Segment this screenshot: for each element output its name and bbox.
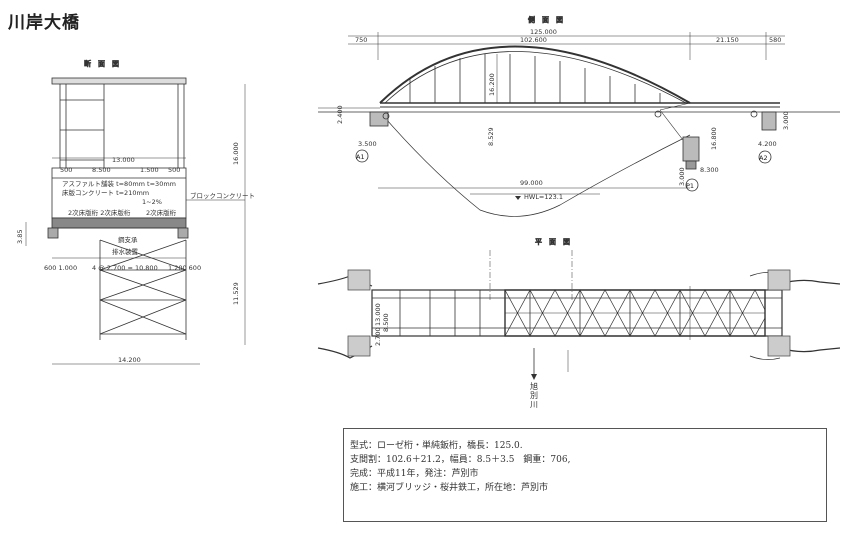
- plan-dim-1: 13.000: [374, 303, 382, 326]
- spec-line-4: 施工：横河ブリッジ・桜井鉄工，所在地：芦別市: [350, 483, 549, 493]
- dim-left-d: 3.500: [358, 140, 377, 148]
- page-title: 川岸大橋: [8, 13, 80, 33]
- note-block: ブロックコンクリート: [190, 191, 255, 200]
- note-slab-right: 2次床版桁: [146, 208, 177, 217]
- dim-right-d: 4.200: [758, 140, 777, 148]
- dim-left-h: 2.400: [336, 105, 344, 124]
- sec-dim-right-w: 1.500: [140, 166, 159, 174]
- note-slab-left: 2次床版桁 2次床版桁: [68, 208, 131, 217]
- dim-pier-3: 16.800: [710, 127, 718, 150]
- spec-line-3: 完成：平成11年，発注：芦別市: [350, 469, 479, 479]
- sec-dim-top: 13.000: [112, 156, 135, 164]
- cross-section: 断 面 図: [25, 59, 246, 365]
- dim-main: 102.600: [520, 36, 547, 44]
- dim-pier-1: 8.300: [700, 166, 719, 174]
- spec-box: 型式：ローゼ桁・単純鈑桁，橋長：125.0. 支間割：102.6＋21.2，幅員…: [343, 428, 827, 522]
- sec-dim-height: 16.000: [232, 142, 240, 165]
- note-asphalt: アスファルト舗装 t=80mm t=30mm: [62, 179, 176, 188]
- sec-dim-span: 4 @ 2.700 = 10.800: [92, 264, 158, 272]
- sec-dim-base: 600 1.000: [44, 264, 77, 272]
- dim-depth: 8.529: [487, 127, 495, 146]
- sec-dim-left-w: 500: [60, 166, 72, 174]
- side-view-label: 側 面 図: [528, 15, 563, 24]
- plan-dim-2: 8.500: [382, 313, 390, 332]
- dim-pier-2: 3.000: [678, 167, 686, 186]
- dim-total: 125.000: [530, 28, 557, 36]
- sec-dim-width: 14.200: [118, 356, 141, 364]
- river-label: 旭 別 川: [530, 382, 538, 409]
- sec-dim-mid-w: 8.500: [92, 166, 111, 174]
- cross-section-dimensions: 13.000 500 8.500 1.500 500 16.000 11.529…: [16, 142, 255, 364]
- plan-dim-3: 2.700: [374, 327, 382, 346]
- section-view-label: 断 面 図: [84, 59, 119, 68]
- sec-dim-left-h: 3.85: [16, 230, 24, 244]
- abutment-a1-label: A1: [356, 153, 365, 161]
- note-slope: 1~2%: [142, 198, 162, 206]
- spec-line-1: 型式：ローゼ桁・単純鈑桁，橋長：125.0.: [350, 441, 523, 451]
- sec-dim-base-r: 1.200 600: [168, 264, 201, 272]
- side-view: 側 面 図: [318, 15, 840, 217]
- sec-dim-right-end: 500: [168, 166, 180, 174]
- plan-view-label: 平 面 図: [535, 238, 570, 246]
- dim-right-h: 3.000: [782, 111, 790, 130]
- pier-p1-label: P1: [686, 182, 694, 190]
- note-bearing: 鋼支承: [118, 235, 138, 244]
- side-view-dimensions: 125.000 102.600 21.150 750 580 16.200 8.…: [336, 28, 790, 201]
- dim-hwl: HWL=123.1: [524, 193, 563, 201]
- sec-dim-bottom: 11.529: [232, 282, 240, 305]
- dim-right: 21.150: [716, 36, 739, 44]
- abutment-a2-label: A2: [759, 154, 768, 162]
- note-drain: 排水装置: [112, 247, 139, 256]
- spec-line-2: 支間割：102.6＋21.2，幅員：8.5＋3.5 鋼重：706,: [350, 455, 571, 465]
- note-concrete: 床版コンクリート t=210mm: [62, 188, 149, 197]
- dim-span: 99.000: [520, 179, 543, 187]
- dim-rise: 16.200: [488, 73, 496, 96]
- plan-view: 平 面 図: [317, 238, 841, 380]
- plan-view-dimensions: 13.000 8.500 2.700: [374, 303, 390, 346]
- dim-left-end: 750: [355, 36, 367, 44]
- dim-right-end: 580: [769, 36, 781, 44]
